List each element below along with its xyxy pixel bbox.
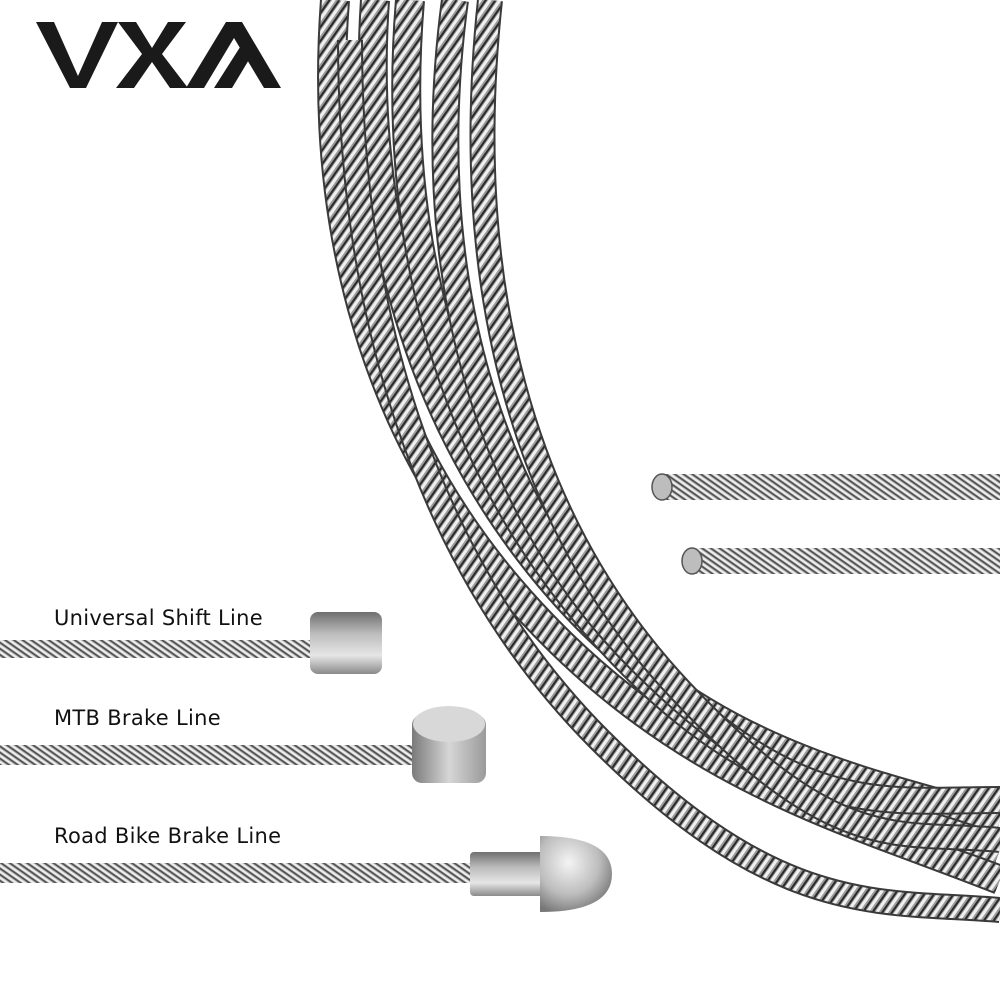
cable-tip-lower xyxy=(681,547,1000,575)
vxm-logo: VXM xyxy=(36,22,281,88)
universal-shift-line-cable xyxy=(0,612,382,674)
cable-coil xyxy=(317,0,1000,923)
road-bike-brake-line-label: Road Bike Brake Line xyxy=(54,824,282,848)
cable-tip-upper xyxy=(651,473,1000,501)
road-brake-line-cable xyxy=(0,836,612,912)
universal-shift-line-label: Universal Shift Line xyxy=(54,606,263,630)
mtb-brake-line-label: MTB Brake Line xyxy=(54,706,221,730)
mtb-brake-line-cable xyxy=(0,706,486,783)
